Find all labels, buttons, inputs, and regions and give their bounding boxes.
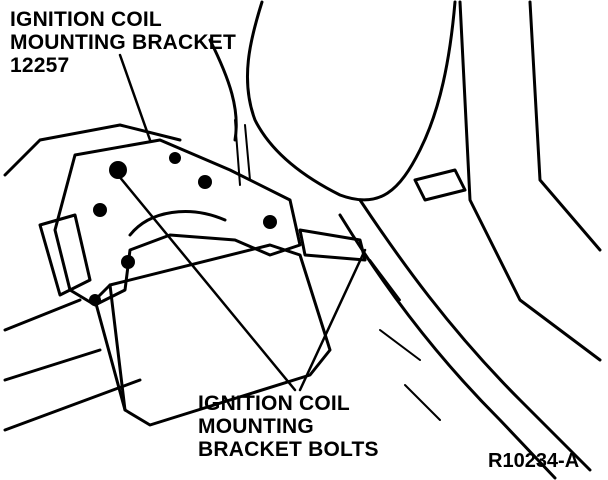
leader-bolt-2: [298, 248, 367, 392]
hose-inner: [338, 213, 557, 480]
figure-number: R10234-A: [488, 450, 580, 472]
coil-terminal: [298, 228, 367, 262]
frame-rail-lower: [3, 298, 142, 432]
bolt-2: [198, 175, 212, 189]
leader-bolt-1: [116, 173, 297, 392]
bolt-7: [89, 294, 101, 306]
coil-top-edge: [108, 283, 127, 412]
leader-bracket: [118, 53, 152, 142]
bolt-6: [169, 152, 181, 164]
right-panel-2: [528, 0, 602, 252]
mounting-bracket: [53, 138, 302, 307]
bolt-5: [263, 215, 277, 229]
bracket-bolts-callout: IGNITION COIL MOUNTING BRACKET BOLTS: [198, 392, 379, 461]
hose-outer: [358, 198, 592, 472]
engine-housing-outline: [245, 0, 457, 202]
ignition-coil-box: [93, 243, 332, 427]
hose-lines: [369, 259, 441, 421]
right-panel: [458, 0, 602, 362]
bracket-inner: [128, 210, 227, 237]
coil-connector: [38, 213, 92, 297]
frame-rail-left: [3, 123, 182, 177]
bolt-1: [109, 161, 127, 179]
bolt-3: [93, 203, 107, 217]
coil-bracket-callout: IGNITION COIL MOUNTING BRACKET 12257: [10, 8, 237, 77]
bolt-4: [121, 255, 135, 269]
clip: [413, 168, 467, 202]
